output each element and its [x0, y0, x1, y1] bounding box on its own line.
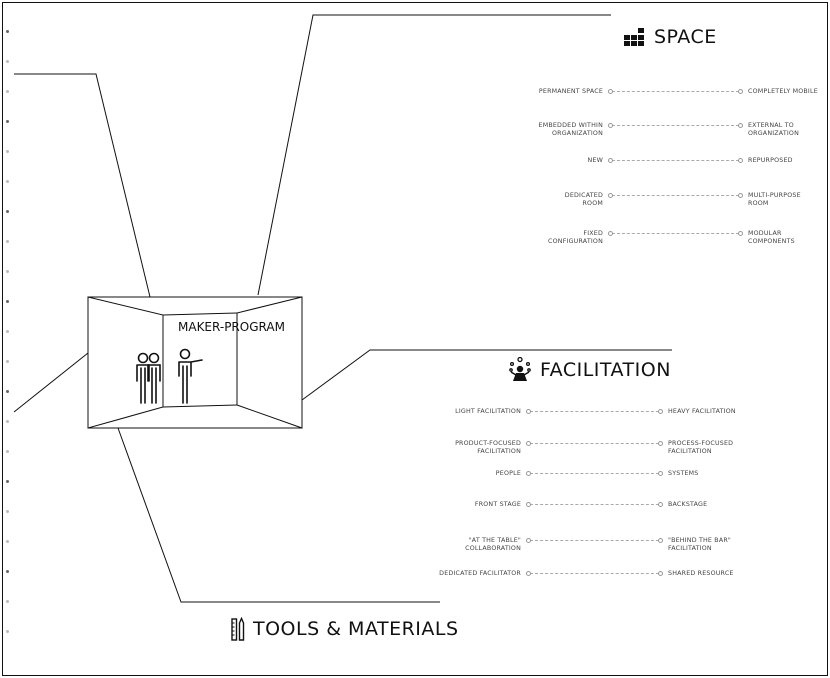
- edge-dot: [6, 390, 9, 393]
- spectrum-left-label: LIGHT FACILITATION: [455, 408, 521, 415]
- spectrum-dashed-line: [526, 409, 663, 414]
- edge-dot: [6, 300, 9, 303]
- spectrum-left-label: PEOPLE: [495, 470, 521, 477]
- connector-space: [257, 14, 611, 296]
- spectrum-right-label: REPURPOSED: [748, 157, 793, 164]
- edge-dot: [6, 600, 9, 603]
- edge-marker-dots: [6, 30, 10, 670]
- spectrum-dashed-line: [526, 441, 663, 446]
- spectrum-dashed-line: [608, 231, 743, 236]
- edge-dot: [6, 270, 9, 273]
- edge-dot: [6, 240, 9, 243]
- spectrum-dashed-line: [608, 158, 743, 163]
- edge-dot: [6, 30, 9, 33]
- spectrum-left-label: "AT THE TABLE" COLLABORATION: [465, 537, 521, 552]
- spectrum-dashed-line: [526, 471, 663, 476]
- spectrum-dashed-line: [526, 571, 663, 576]
- juggler-icon: [509, 357, 531, 381]
- edge-dot: [6, 450, 9, 453]
- people-icon: [136, 348, 203, 404]
- connector-tools: [117, 427, 440, 603]
- connector-left: [13, 352, 89, 413]
- spectrum-left-label: EMBEDDED WITHIN ORGANIZATION: [538, 122, 603, 137]
- edge-dot: [6, 330, 9, 333]
- spectrum-right-label: SYSTEMS: [668, 470, 699, 477]
- connector-facilitation: [301, 349, 672, 401]
- spectrum-dashed-line: [526, 502, 663, 507]
- ruler-pencil-icon: [231, 617, 245, 641]
- spectrum-left-label: DEDICATED FACILITATOR: [439, 570, 521, 577]
- spectrum-dashed-line: [608, 123, 743, 128]
- edge-dot: [6, 570, 9, 573]
- spectrum-right-label: COMPLETELY MOBILE: [748, 88, 818, 95]
- spectrum-left-label: FRONT STAGE: [474, 501, 521, 508]
- spectrum-left-label: NEW: [587, 157, 603, 164]
- spectrum-left-label: PRODUCT-FOCUSED FACILITATION: [455, 440, 521, 455]
- tools-heading: TOOLS & MATERIALS: [231, 617, 459, 641]
- space-heading: SPACE: [624, 26, 717, 48]
- edge-dot: [6, 180, 9, 183]
- edge-dot: [6, 150, 9, 153]
- tools-title: TOOLS & MATERIALS: [253, 618, 459, 640]
- spectrum-right-label: EXTERNAL TO ORGANIZATION: [748, 122, 799, 137]
- perspective-room: [87, 296, 303, 429]
- edge-dot: [6, 90, 9, 93]
- spectrum-left-label: DEDICATED ROOM: [564, 192, 603, 207]
- edge-dot: [6, 120, 9, 123]
- grid-blocks-icon: [624, 28, 644, 46]
- edge-dot: [6, 420, 9, 423]
- spectrum-dashed-line: [608, 89, 743, 94]
- spectrum-dashed-line: [526, 538, 663, 543]
- space-title: SPACE: [654, 26, 717, 48]
- spectrum-right-label: "BEHIND THE BAR" FACILITATION: [668, 537, 732, 552]
- spectrum-right-label: SHARED RESOURCE: [668, 570, 734, 577]
- edge-dot: [6, 210, 9, 213]
- edge-dot: [6, 510, 9, 513]
- edge-dot: [6, 360, 9, 363]
- spectrum-right-label: PROCESS-FOCUSED FACILITATION: [668, 440, 734, 455]
- spectrum-right-label: HEAVY FACILITATION: [668, 408, 736, 415]
- spectrum-dashed-line: [608, 193, 743, 198]
- connector-top-left: [14, 73, 151, 298]
- edge-dot: [6, 540, 9, 543]
- facilitation-title: FACILITATION: [540, 359, 671, 381]
- spectrum-left-label: FIXED CONFIGURATION: [548, 230, 603, 245]
- edge-dot: [6, 630, 9, 633]
- program-title: MAKER-PROGRAM: [178, 320, 285, 334]
- facilitation-heading: FACILITATION: [508, 357, 671, 383]
- edge-dot: [6, 480, 9, 483]
- spectrum-right-label: MULTI-PURPOSE ROOM: [748, 192, 801, 207]
- spectrum-right-label: MODULAR COMPONENTS: [748, 230, 795, 245]
- edge-dot: [6, 60, 9, 63]
- spectrum-right-label: BACKSTAGE: [668, 501, 708, 508]
- spectrum-left-label: PERMANENT SPACE: [538, 88, 603, 95]
